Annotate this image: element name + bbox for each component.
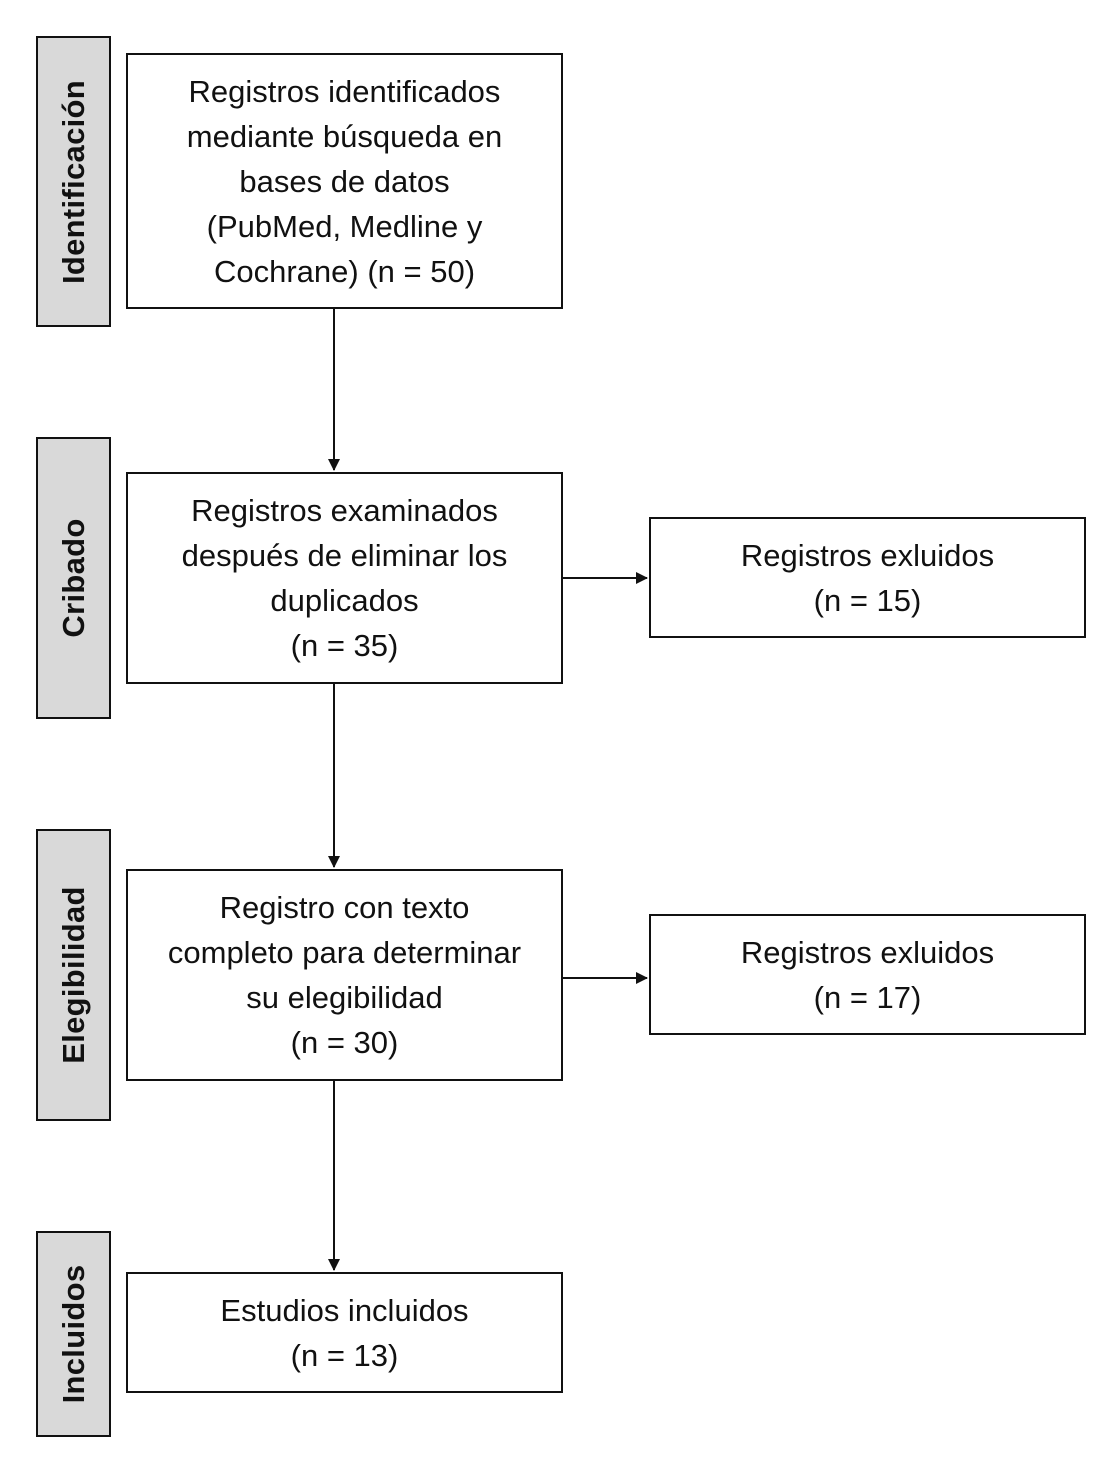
eligibility-line-3: su elegibilidad [246, 980, 443, 1015]
identified-line-1: Registros identificados [188, 73, 501, 109]
identified-line-4: (PubMed, Medline y [206, 208, 483, 244]
excluded-screening-line-1: Registros exluidos [740, 537, 995, 573]
excluded-eligibility-line-1: Registros exluidos [740, 934, 995, 970]
included-line-1: Estudios incluidos [220, 1292, 469, 1328]
excluded-screening-box: Registros exluidos (n = 15) [649, 517, 1086, 638]
identified-line-3: bases de datos [239, 163, 450, 199]
identified-records-box: Registros identificados mediante búsqued… [126, 53, 563, 309]
eligibility-line-1: Registro con texto [219, 890, 470, 925]
included-line-2: (n = 13) [290, 1337, 399, 1373]
eligibility-line-2: completo para determinar [167, 935, 522, 970]
eligibility-line-4: (n = 30) [290, 1025, 399, 1060]
screened-line-3: duplicados [270, 583, 419, 618]
included-studies-box: Estudios incluidos (n = 13) [126, 1272, 563, 1393]
identified-line-5: Cochrane) (n = 50) [213, 253, 476, 289]
stage-cribado: Cribado [36, 437, 111, 719]
screened-line-4: (n = 35) [290, 628, 399, 663]
screened-line-1: Registros examinados [191, 493, 498, 528]
identified-line-2: mediante búsqueda en [186, 118, 503, 154]
eligibility-records-box: Registro con texto completo para determi… [126, 869, 563, 1081]
screened-records-box: Registros examinados después de eliminar… [126, 472, 563, 684]
screened-line-2: después de eliminar los [181, 538, 508, 573]
stage-identificacion: Identificación [36, 36, 111, 327]
excluded-eligibility-box: Registros exluidos (n = 17) [649, 914, 1086, 1035]
stage-elegibilidad: Elegibilidad [36, 829, 111, 1121]
stage-incluidos: Incluidos [36, 1231, 111, 1437]
excluded-eligibility-line-2: (n = 17) [813, 979, 922, 1015]
excluded-screening-line-2: (n = 15) [813, 582, 922, 618]
